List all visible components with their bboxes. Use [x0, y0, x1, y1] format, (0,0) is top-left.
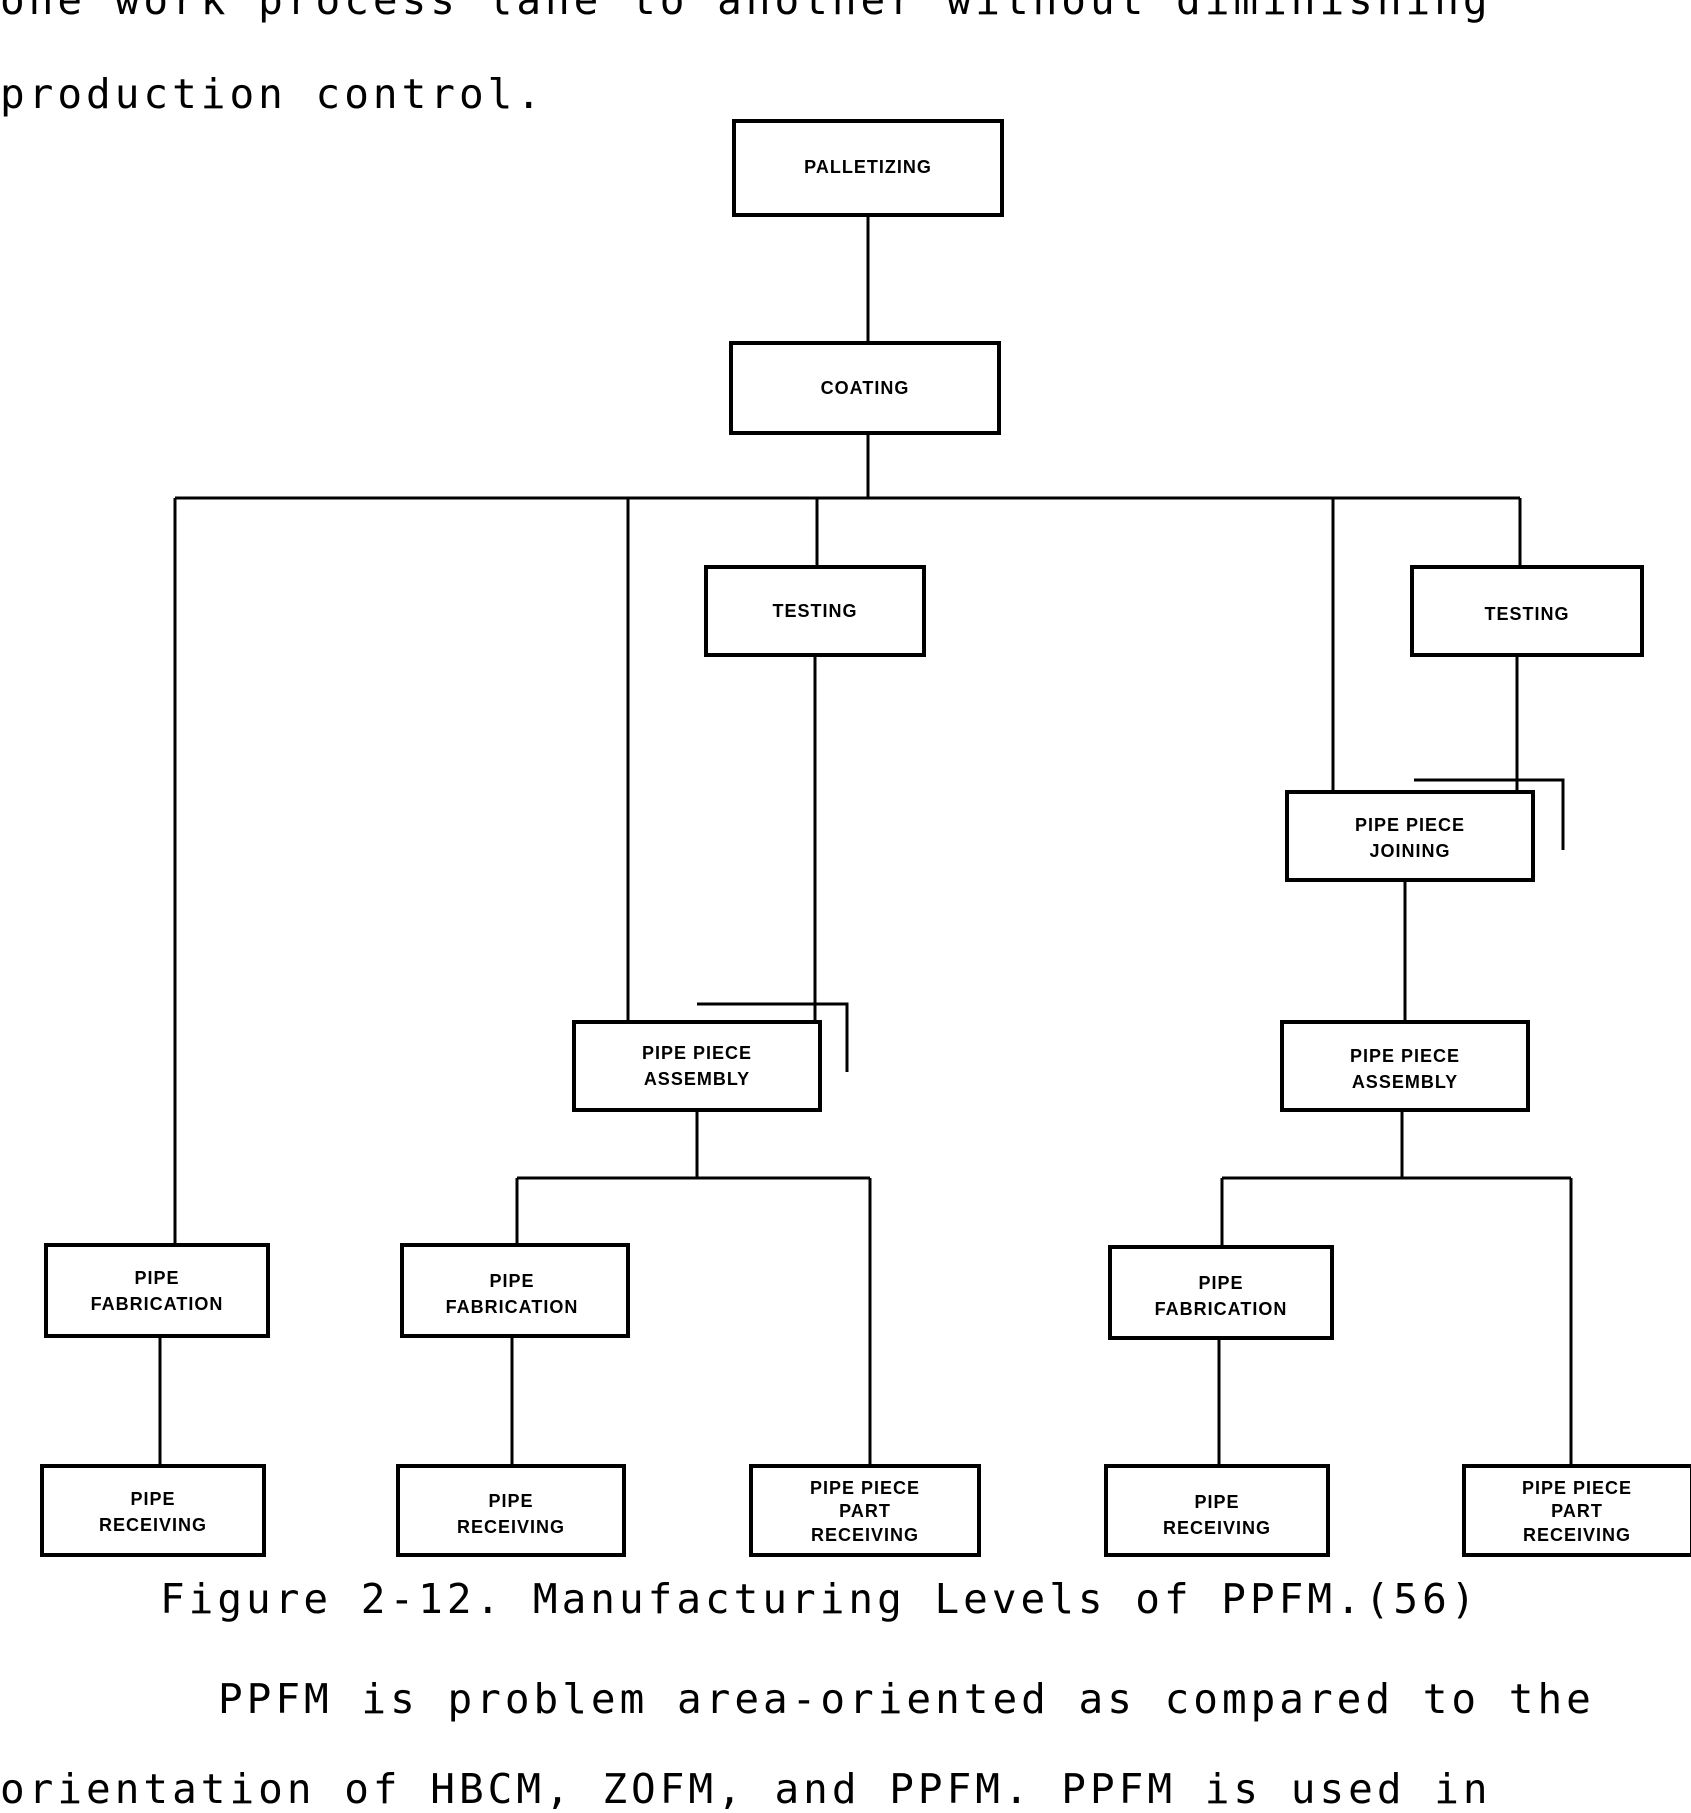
node-pipe-fabrication-right-line-1: PIPE	[1198, 1273, 1243, 1293]
node-pipe-piece-joining-line-2: JOINING	[1369, 841, 1450, 861]
node-pipe-fabrication-mid: PIPE FABRICATION	[400, 1243, 630, 1338]
body-text-line-partial-bottom: orientation of HBCM, ZOFM, and PPFM. PPF…	[0, 1765, 1492, 1813]
node-pipe-piece-assembly-line-1: PIPE PIECE	[642, 1043, 752, 1063]
node-testing: TESTING	[704, 565, 926, 657]
node-pipe-receiving-2-line-2: RECEIVING	[457, 1517, 565, 1537]
node-pipe-fabrication-mid-line-1: PIPE	[489, 1271, 534, 1291]
body-text-line: PPFM is problem area-oriented as compare…	[218, 1675, 1595, 1723]
connector-lines	[158, 215, 1573, 1466]
node-testing-line-1: TESTING	[772, 601, 857, 621]
node-coating-line-1: COATING	[821, 378, 910, 398]
node-pipe-receiving-1-line-1: PIPE	[130, 1489, 175, 1509]
node-palletizing-line-1: PALLETIZING	[804, 157, 932, 177]
node-pipe-receiving-4-line-1: PIPE	[1194, 1492, 1239, 1512]
body-text-line: production control.	[0, 70, 545, 118]
node-pipe-piece-part-receiving-1: PIPE PIECE PART RECEIVING	[749, 1464, 981, 1557]
body-text-line-partial-top: one work process lane to another without…	[0, 0, 1492, 24]
node-palletizing: PALLETIZING	[732, 119, 1004, 217]
node-pipe-receiving-1-line-2: RECEIVING	[99, 1515, 207, 1535]
node-testing-right: TESTING	[1410, 565, 1644, 657]
node-pipe-receiving-2-line-1: PIPE	[488, 1491, 533, 1511]
node-pipe-piece-assembly-right-line-2: ASSEMBLY	[1352, 1072, 1458, 1092]
node-pipe-piece-assembly-line-2: ASSEMBLY	[644, 1069, 750, 1089]
node-pipe-piece-joining-line-1: PIPE PIECE	[1355, 815, 1465, 835]
node-pipe-fabrication-left-line-2: FABRICATION	[91, 1294, 224, 1314]
figure-caption: Figure 2-12. Manufacturing Levels of PPF…	[160, 1575, 1480, 1623]
node-pipe-receiving-4: PIPE RECEIVING	[1104, 1464, 1330, 1557]
node-pipe-fabrication-left-line-1: PIPE	[134, 1268, 179, 1288]
node-pipe-piece-part-receiving-2-line-1: PIPE PIECE	[1522, 1478, 1632, 1498]
node-pipe-piece-part-receiving-2: PIPE PIECE PART RECEIVING	[1462, 1464, 1691, 1557]
node-pipe-fabrication-mid-line-2: FABRICATION	[446, 1297, 579, 1317]
node-pipe-receiving-1: PIPE RECEIVING	[40, 1464, 266, 1557]
node-pipe-piece-assembly-right-line-1: PIPE PIECE	[1350, 1046, 1460, 1066]
node-pipe-piece-part-receiving-1-line-1: PIPE PIECE	[810, 1478, 920, 1498]
node-pipe-piece-part-receiving-1-line-2: PART	[839, 1501, 891, 1521]
node-pipe-piece-part-receiving-2-line-2: PART	[1551, 1501, 1603, 1521]
node-coating: COATING	[729, 341, 1001, 435]
node-pipe-receiving-2: PIPE RECEIVING	[396, 1464, 626, 1557]
node-pipe-piece-assembly-right: PIPE PIECE ASSEMBLY	[1280, 1020, 1530, 1112]
node-pipe-fabrication-right: PIPE FABRICATION	[1108, 1245, 1334, 1340]
node-pipe-fabrication-left: PIPE FABRICATION	[44, 1243, 270, 1338]
node-pipe-piece-assembly: PIPE PIECE ASSEMBLY	[572, 1020, 822, 1112]
node-pipe-fabrication-right-line-2: FABRICATION	[1155, 1299, 1288, 1319]
node-pipe-piece-joining: PIPE PIECE JOINING	[1285, 790, 1535, 882]
node-pipe-piece-part-receiving-1-line-3: RECEIVING	[811, 1525, 919, 1545]
node-testing-right-line-1: TESTING	[1484, 604, 1569, 624]
node-pipe-receiving-4-line-2: RECEIVING	[1163, 1518, 1271, 1538]
node-pipe-piece-part-receiving-2-line-3: RECEIVING	[1523, 1525, 1631, 1545]
